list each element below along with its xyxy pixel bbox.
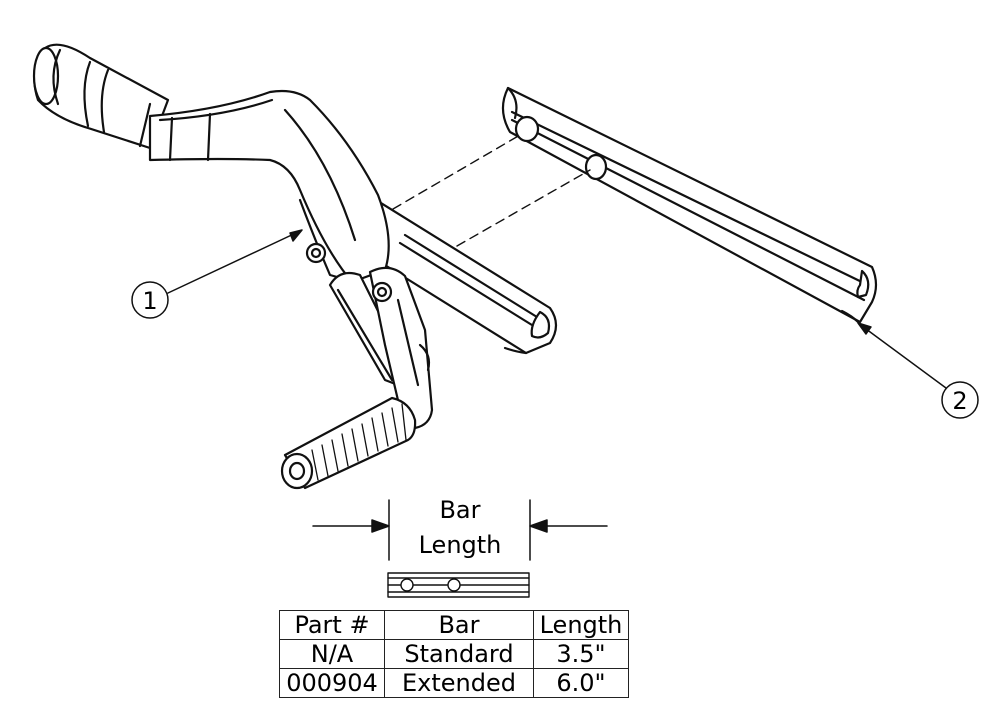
dimension-arrows xyxy=(312,499,608,561)
cell-part-number: 000904 xyxy=(279,668,385,698)
header-bar: Bar xyxy=(384,610,534,640)
cell-length: 3.5" xyxy=(533,639,629,669)
alignment-lines xyxy=(392,134,591,247)
callout-1 xyxy=(131,281,169,319)
callout-1-number: 1 xyxy=(142,287,157,315)
callout-2-number: 2 xyxy=(952,387,967,415)
lever-arm xyxy=(148,89,390,284)
cell-part-number: N/A xyxy=(279,639,385,669)
mounted-bar xyxy=(358,188,558,355)
cell-bar: Standard xyxy=(384,639,534,669)
dimension-label-bar: Bar xyxy=(439,496,481,524)
cell-length: 6.0" xyxy=(533,668,629,698)
knurled-knob xyxy=(280,396,417,490)
leader-lines xyxy=(167,229,947,389)
bar-icon xyxy=(387,572,530,598)
header-part-number: Part # xyxy=(279,610,385,640)
extension-bar-part xyxy=(501,86,878,324)
header-length: Length xyxy=(533,610,629,640)
handle-grip xyxy=(32,43,170,150)
cell-bar: Extended xyxy=(384,668,534,698)
table-header-row: Part # Bar Length xyxy=(279,610,629,640)
table-row: 000904 Extended 6.0" xyxy=(279,668,629,698)
table-row: N/A Standard 3.5" xyxy=(279,639,629,669)
clamp-assembly xyxy=(328,266,434,432)
dimension-label-length: Length xyxy=(418,531,502,559)
bar-length-table: Part # Bar Length N/A Standard 3.5" 0009… xyxy=(279,610,629,698)
callout-2 xyxy=(941,381,979,419)
